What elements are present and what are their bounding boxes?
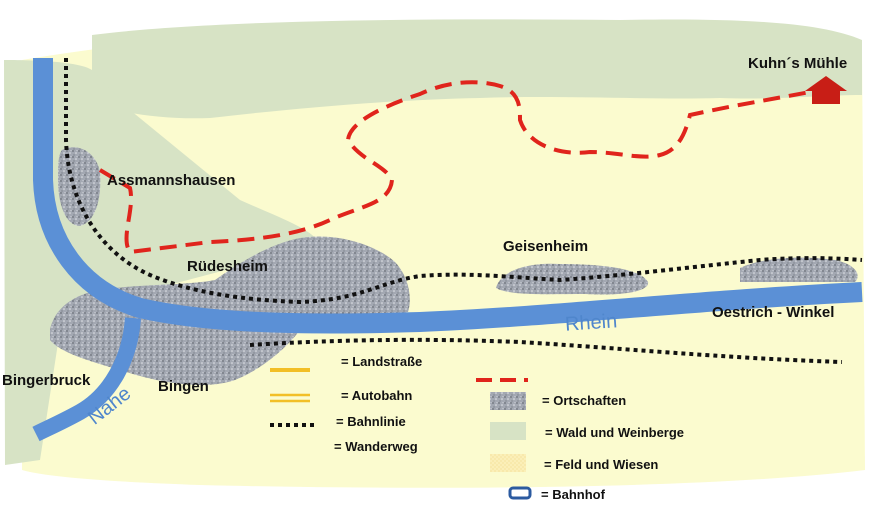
legend-label-autobahn: = Autobahn bbox=[341, 388, 413, 403]
label-kuhns-muehle: Kuhn´s Mühle bbox=[748, 55, 848, 72]
legend-symbol-autobahn bbox=[270, 393, 310, 403]
mill-house-icon bbox=[805, 76, 847, 104]
river-nahe bbox=[32, 317, 141, 442]
legend-label-bahnlinie: = Bahnlinie bbox=[336, 414, 406, 429]
legend-label-bahnhof: = Bahnhof bbox=[541, 487, 605, 502]
label-bingen: Bingen bbox=[158, 378, 209, 395]
town-geisenheim bbox=[496, 263, 649, 295]
river-rhein bbox=[33, 58, 863, 334]
railway-south bbox=[249, 337, 843, 364]
forest-area-north bbox=[92, 19, 862, 119]
legend-label-landstrasse: = Landstraße bbox=[341, 354, 423, 369]
hiking-trail bbox=[98, 80, 821, 255]
label-river-rhein: Rhein bbox=[564, 310, 618, 336]
label-bingerbruck: Bingerbruck bbox=[2, 372, 91, 389]
town-oestrich-winkel bbox=[740, 257, 858, 282]
legend-symbol-feld bbox=[490, 454, 526, 472]
legend-label-wanderweg: = Wanderweg bbox=[334, 439, 418, 454]
legend-label-feld: = Feld und Wiesen bbox=[544, 457, 659, 472]
town-assmannshausen bbox=[58, 147, 101, 226]
legend-label-wald: = Wald und Weinberge bbox=[545, 425, 685, 440]
legend-symbol-wald bbox=[490, 422, 526, 440]
label-assmannshausen: Assmannshausen bbox=[107, 172, 236, 189]
label-ruedesheim: Rüdesheim bbox=[187, 258, 268, 275]
legend-label-ortschaften: = Ortschaften bbox=[542, 393, 627, 408]
label-geisenheim: Geisenheim bbox=[503, 238, 589, 255]
legend-symbol-ortschaften bbox=[490, 392, 526, 410]
label-oestrich-winkel: Oestrich - Winkel bbox=[712, 304, 835, 321]
legend-symbol-bahnhof bbox=[508, 486, 532, 500]
